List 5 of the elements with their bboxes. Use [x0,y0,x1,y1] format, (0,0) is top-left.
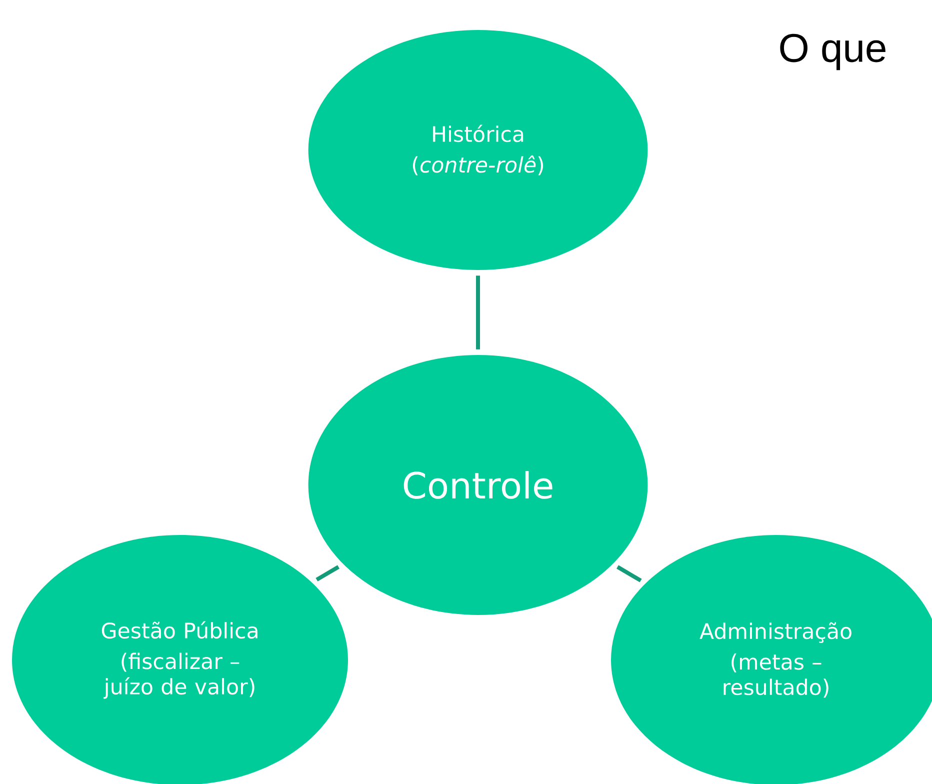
connector-line [616,565,642,582]
ellipse-node: Histórica (contre-rolê) [308,30,648,270]
title-text: O que [780,34,886,70]
connector-line [476,276,480,350]
connector-line [316,565,340,582]
